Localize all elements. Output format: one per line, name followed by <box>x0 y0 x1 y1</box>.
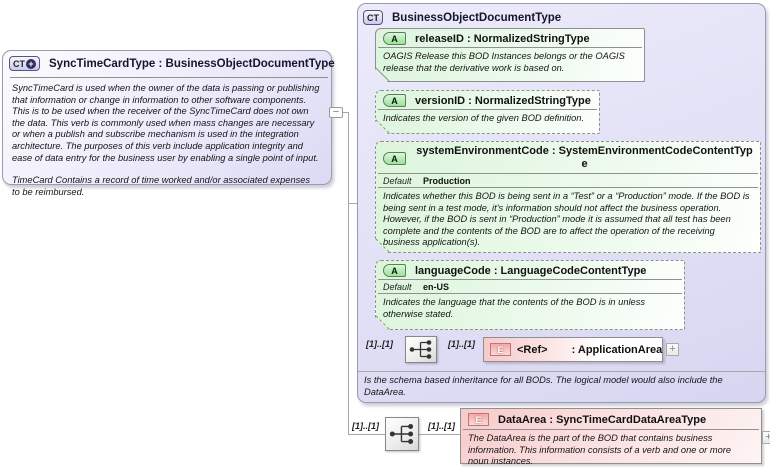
divider <box>10 77 328 78</box>
synctimecardtype-header: CT+ SyncTimeCardType : BusinessObjectDoc… <box>9 56 335 71</box>
connector-line <box>419 434 460 435</box>
sequence-compositor-icon <box>405 336 437 363</box>
attribute-icon: A <box>383 264 406 277</box>
attribute-header: A languageCode : LanguageCodeContentType <box>376 261 684 279</box>
divider <box>378 109 597 110</box>
element-icon: E <box>490 343 511 356</box>
attribute-versionid: A versionID : NormalizedStringType Indic… <box>375 90 600 134</box>
attribute-annotation: Indicates the version of the given BOD d… <box>383 113 585 123</box>
box-title: SyncTimeCardType : BusinessObjectDocumen… <box>49 57 335 70</box>
attribute-releaseid: A releaseID : NormalizedStringType OAGIS… <box>375 28 645 82</box>
divider <box>378 47 642 48</box>
default-row: Default Production <box>376 174 760 187</box>
default-value: Production <box>423 175 471 186</box>
attribute-annotation: Indicates whether this BOD is being sent… <box>383 191 750 248</box>
default-row: Default en-US <box>376 280 684 293</box>
attribute-languagecode: A languageCode : LanguageCodeContentType… <box>375 260 685 330</box>
complex-type-icon: CT <box>363 10 383 25</box>
cardinality-label: [1]..[1] <box>428 421 455 431</box>
divider <box>378 173 758 174</box>
annotation-paragraph: SyncTimeCard is used when the owner of t… <box>12 83 320 163</box>
element-ref: <Ref> <box>517 343 548 356</box>
bod-footer-note: Is the schema based inheritance for all … <box>364 375 723 397</box>
attribute-annotation: OAGIS Release this BOD Instances belongs… <box>383 51 625 73</box>
divider <box>378 187 758 188</box>
box-title: BusinessObjectDocumentType <box>392 11 562 24</box>
attribute-icon: A <box>383 152 406 165</box>
cardinality-label: [1]..[1] <box>352 421 379 431</box>
attribute-systemenvironmentcode: A systemEnvironmentCode : SystemEnvironm… <box>375 141 761 253</box>
default-label: Default <box>383 175 412 186</box>
cardinality-label: [1]..[1] <box>448 339 475 349</box>
sequence-compositor-icon <box>385 417 419 451</box>
type-annotation: SyncTimeCard is used when the owner of t… <box>5 80 327 200</box>
attribute-icon: A <box>383 94 406 107</box>
divider <box>378 293 682 294</box>
cardinality-label: [1]..[1] <box>366 339 393 349</box>
element-title: DataArea : SyncTimeCardDataAreaType <box>498 413 707 426</box>
default-label: Default <box>383 281 412 292</box>
element-annotation: The DataArea is the part of the BOD that… <box>468 433 732 467</box>
businessobjectdocumenttype-header: CT BusinessObjectDocumentType <box>363 10 561 25</box>
synctimecardtype-box: CT+ SyncTimeCardType : BusinessObjectDoc… <box>2 50 335 197</box>
sequence-glyph <box>389 423 414 445</box>
divider <box>378 279 682 280</box>
attribute-title: systemEnvironmentCode : SystemEnvironmen… <box>416 145 753 170</box>
complex-type-derived-icon: CT+ <box>9 56 40 71</box>
connector-line <box>348 112 349 435</box>
attribute-header: A versionID : NormalizedStringType <box>376 91 599 109</box>
divider <box>463 429 759 430</box>
default-value: en-US <box>423 281 450 292</box>
collapse-button[interactable]: − <box>329 107 343 118</box>
expand-application-area-button[interactable]: + <box>666 343 679 356</box>
attribute-header: A systemEnvironmentCode : SystemEnvironm… <box>376 142 760 173</box>
expand-data-area-button[interactable]: + <box>762 431 770 444</box>
attribute-title: versionID : NormalizedStringType <box>415 94 591 107</box>
divider <box>358 371 765 372</box>
annotation-paragraph: TimeCard Contains a record of time worke… <box>12 175 311 197</box>
attribute-header: A releaseID : NormalizedStringType <box>376 29 644 47</box>
attribute-title: releaseID : NormalizedStringType <box>415 32 590 45</box>
derived-plus-badge: + <box>26 58 36 69</box>
connector-line <box>349 434 385 435</box>
attribute-annotation: Indicates the language that the contents… <box>383 297 646 319</box>
sequence-glyph <box>409 340 432 359</box>
attribute-icon: A <box>383 32 406 45</box>
element-header: E DataArea : SyncTimeCardDataAreaType <box>461 409 761 429</box>
element-dataarea[interactable]: E DataArea : SyncTimeCardDataAreaType Th… <box>460 408 762 466</box>
attribute-title: languageCode : LanguageCodeContentType <box>415 264 647 277</box>
element-type: : ApplicationArea <box>571 343 663 356</box>
element-applicationarea[interactable]: E <Ref> : ApplicationArea <box>483 337 663 362</box>
element-icon: E <box>468 413 489 426</box>
